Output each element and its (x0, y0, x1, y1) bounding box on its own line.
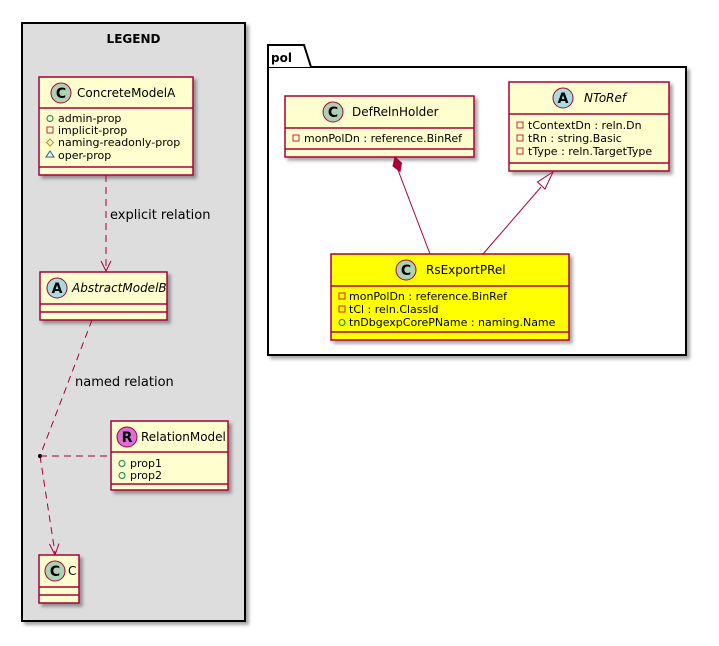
class-c[interactable]: C C (38, 554, 80, 604)
attr-row: naming-readonly-prop (45, 136, 180, 149)
class-name: DefRelnHolder (352, 105, 439, 119)
public-visibility-icon (118, 460, 126, 467)
attr-name: oper-prop (58, 149, 111, 162)
attr-name: tType : reln.TargetType (528, 145, 652, 158)
private-visibility-icon (292, 134, 300, 142)
attr-row: tContextDn : reln.Dn (516, 119, 642, 132)
stereotype-letter: C (56, 86, 66, 102)
package-name: pol (271, 51, 292, 65)
private-visibility-icon (516, 147, 524, 155)
class-name: NToRef (584, 91, 628, 105)
stereotype-letter: C (50, 564, 60, 580)
stereotype-a-icon (552, 87, 574, 109)
stereotype-c-icon (44, 560, 66, 582)
class-rs-export-prel[interactable]: C RsExportPRel monPolDn : reference.BinR… (330, 253, 570, 341)
attr-name: tContextDn : reln.Dn (528, 119, 642, 132)
attr-name: prop1 (130, 457, 162, 470)
public-visibility-icon (338, 319, 346, 326)
class-name: C (68, 564, 76, 578)
generalization-arrowhead (536, 170, 555, 190)
class-nto-ref[interactable]: A NToRef tContextDn : reln.Dn tRn : stri… (508, 81, 670, 172)
attr-row: tnDbgexpCorePName : naming.Name (338, 316, 556, 329)
private-visibility-icon (46, 126, 54, 134)
class-name: AbstractModelB (71, 281, 167, 295)
attr-row: oper-prop (45, 149, 111, 162)
attr-name: tCl : reln.ClassId (349, 303, 439, 316)
named-relation-label: named relation (75, 375, 174, 390)
attr-row: monPolDn : reference.BinRef (292, 132, 463, 145)
package-visibility-icon (45, 150, 55, 158)
class-relation-model[interactable]: R RelationModel prop1 prop2 (110, 420, 229, 491)
stereotype-letter: R (122, 430, 133, 446)
class-abstract-model-b[interactable]: A AbstractModelB (39, 271, 168, 321)
composition-edge (392, 156, 431, 255)
private-visibility-icon (516, 121, 524, 129)
explicit-relation-edge: explicit relation (100, 175, 210, 273)
legend-title: LEGEND (107, 32, 161, 46)
attr-row: prop2 (118, 469, 162, 482)
class-name: RsExportPRel (426, 263, 506, 277)
stereotype-c-icon (395, 259, 417, 281)
class-def-reln-holder[interactable]: C DefRelnHolder monPolDn : reference.Bin… (284, 95, 475, 158)
class-concrete-model-a[interactable]: C ConcreteModelA admin-prop implicit-pro… (38, 76, 194, 176)
stereotype-letter: C (328, 105, 338, 121)
attr-name: monPolDn : reference.BinRef (304, 132, 463, 145)
attr-name: implicit-prop (58, 124, 127, 137)
attr-row: prop1 (118, 457, 162, 470)
attr-name: monPolDn : reference.BinRef (349, 290, 508, 303)
attr-name: tnDbgexpCorePName : naming.Name (349, 316, 556, 329)
stereotype-letter: A (52, 281, 63, 297)
named-relation-edge: named relation (38, 319, 174, 557)
attr-row: implicit-prop (46, 124, 127, 137)
private-visibility-icon (338, 305, 346, 313)
stereotype-c-icon (322, 101, 344, 123)
stereotype-c-icon (50, 82, 72, 104)
attr-name: naming-readonly-prop (58, 136, 180, 149)
stereotype-r-icon (116, 426, 138, 448)
protected-visibility-icon (45, 138, 55, 147)
class-name: ConcreteModelA (77, 86, 176, 100)
attr-name: prop2 (130, 469, 162, 482)
attr-row: tRn : string.Basic (516, 132, 622, 145)
private-visibility-icon (516, 134, 524, 142)
attr-name: tRn : string.Basic (528, 132, 622, 145)
attr-row: tCl : reln.ClassId (338, 303, 439, 316)
stereotype-a-icon (46, 277, 68, 299)
private-visibility-icon (338, 292, 346, 300)
composition-diamond (392, 156, 403, 173)
public-visibility-icon (118, 472, 126, 479)
attr-row: monPolDn : reference.BinRef (338, 290, 508, 303)
public-visibility-icon (46, 115, 54, 122)
class-name: RelationModel (141, 430, 226, 444)
stereotype-letter: A (558, 91, 569, 107)
attr-row: admin-prop (46, 112, 121, 125)
stereotype-letter: C (401, 263, 411, 279)
attr-row: tType : reln.TargetType (516, 145, 652, 158)
explicit-relation-label: explicit relation (110, 208, 210, 223)
attr-name: admin-prop (58, 112, 121, 125)
generalization-edge (482, 170, 555, 255)
